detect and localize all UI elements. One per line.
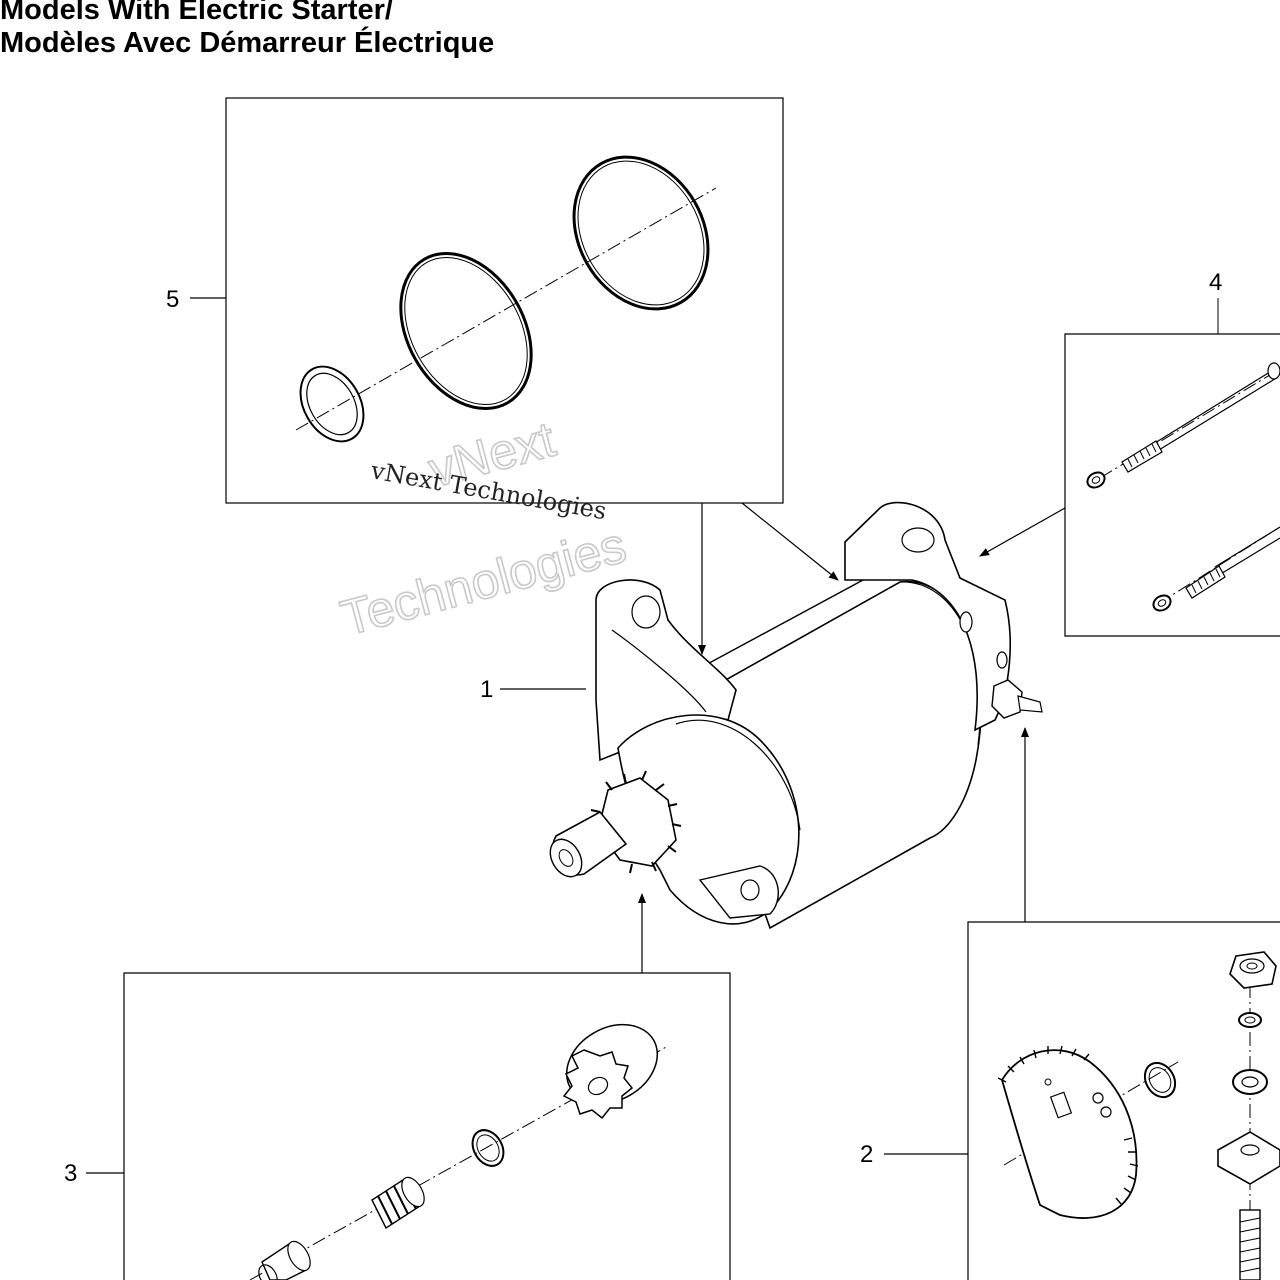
through-bolt-lower: [1152, 526, 1280, 612]
callout-5: 5: [166, 286, 179, 313]
detail-box-2: [967, 921, 1280, 1280]
pinion-snap-ring: [471, 1129, 505, 1167]
detail-box-5: [225, 97, 784, 504]
diagram-title: Models With Electric Starter/ Modèles Av…: [0, 0, 494, 60]
watermark: vNext Technologies vNext Technologies: [334, 410, 632, 647]
title-line-english: Models With Electric Starter/: [0, 0, 393, 26]
callout-2: 2: [860, 1141, 873, 1168]
leader-lines: [86, 297, 1066, 1174]
detail-box-3: [123, 972, 731, 1280]
terminal-lockwasher: [1238, 1012, 1262, 1028]
starter-motor: [549, 501, 1043, 930]
pinion-spring: [371, 1176, 425, 1230]
o-ring-small: [299, 365, 365, 443]
pinion-stop-collar: [258, 1240, 311, 1280]
callout-4: 4: [1209, 269, 1222, 296]
pinion-gear: [562, 1023, 659, 1120]
terminal-bracket: [1217, 1131, 1280, 1185]
title-line-french: Modèles Avec Démarreur Électrique: [0, 27, 495, 59]
lock-plate: [997, 1045, 1139, 1219]
callout-3: 3: [64, 1160, 77, 1187]
o-ring-large: [572, 155, 710, 311]
through-bolt-upper: [1086, 362, 1280, 489]
watermark-outline-line2: Technologies: [335, 517, 631, 647]
callout-1: 1: [480, 676, 493, 703]
detail-box-4: [1064, 298, 1280, 637]
terminal-nut: [1229, 951, 1277, 989]
terminal-stud: [1239, 1209, 1261, 1280]
o-ring-medium: [399, 251, 533, 411]
terminal-washer: [1143, 1061, 1177, 1099]
terminal-insulator: [1232, 1069, 1268, 1095]
